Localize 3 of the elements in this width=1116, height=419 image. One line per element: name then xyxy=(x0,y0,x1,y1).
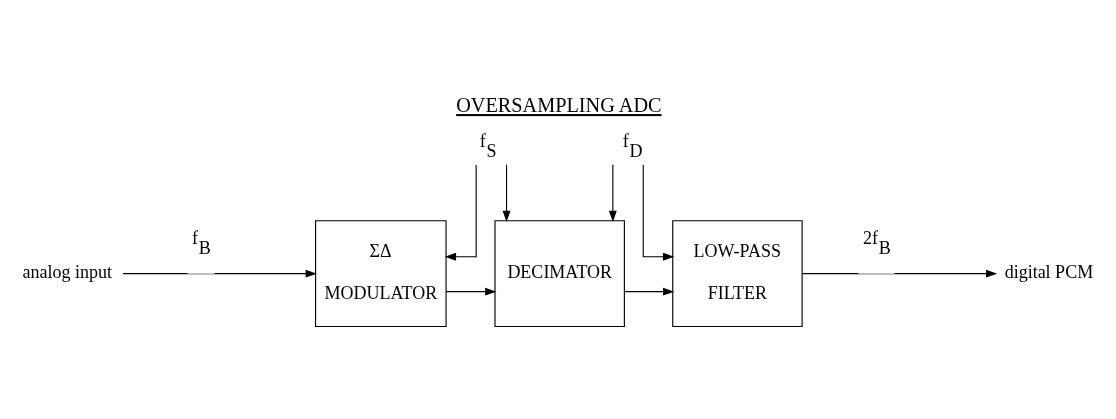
node-text: digital PCM xyxy=(1004,261,1094,282)
diagram-title: OVERSAMPLING ADC xyxy=(456,94,662,117)
node-text: analog input xyxy=(22,261,112,282)
